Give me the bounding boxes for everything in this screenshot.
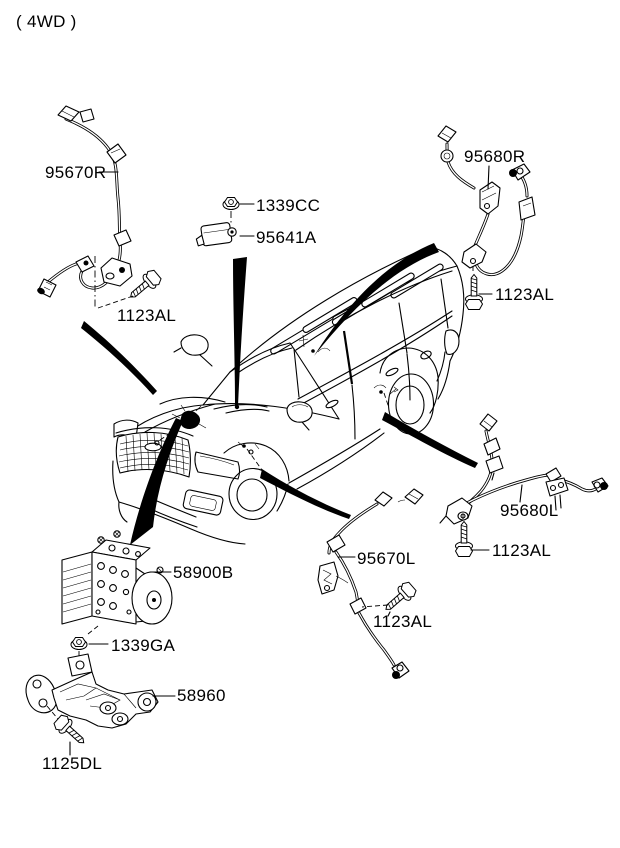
cable-clip — [374, 491, 393, 507]
sensor-bracket — [100, 257, 133, 287]
tail-lamp — [444, 329, 460, 355]
label-1123al-right-mid: 1123AL — [492, 541, 551, 560]
label-1339cc: 1339CC — [256, 196, 320, 215]
bushing — [99, 701, 117, 715]
drive-type-note: ( 4WD ) — [16, 12, 77, 31]
label-1123al-top-right: 1123AL — [495, 285, 554, 304]
ecu-block — [61, 551, 93, 625]
bracket-flange — [25, 674, 58, 714]
grommet — [106, 143, 127, 164]
headlamp-right — [194, 451, 241, 480]
front-wheel — [228, 467, 278, 521]
nut-1339ga — [70, 637, 88, 650]
nut-1339cc — [222, 197, 240, 210]
part-front-left-abs-sensor — [317, 488, 424, 679]
wiper — [225, 408, 270, 414]
sensor-bracket — [317, 561, 349, 595]
sensor-head — [511, 163, 531, 181]
bolt-1123al-rear-right — [465, 274, 483, 310]
part-rear-right-abs-sensor — [437, 125, 536, 276]
label-95680r: 95680R — [464, 147, 525, 166]
cable-clamp — [326, 534, 346, 553]
label-95680l: 95680L — [500, 501, 559, 520]
bolt-1123al-rear-left — [455, 521, 473, 557]
valve-block-front — [91, 551, 137, 625]
label-95670r: 95670R — [45, 163, 106, 182]
part-yaw-rate-sensor — [195, 222, 237, 247]
labels: ( 4WD ) 95670R 1339CC 95641A 95680R 1123… — [16, 12, 559, 773]
cable-clip — [483, 437, 501, 456]
fog-lamp — [182, 489, 224, 516]
anchor-clamp — [461, 243, 487, 269]
connector — [437, 125, 457, 143]
arrow-hydraulic-unit — [130, 418, 183, 545]
part-front-right-abs-sensor — [37, 105, 133, 298]
connector — [57, 105, 80, 122]
wiper — [213, 404, 268, 410]
bolt-1123al-front-left — [379, 579, 419, 617]
arrow-rear-right-sensor — [314, 243, 439, 356]
bracket-tab — [67, 653, 93, 677]
bushing — [111, 712, 129, 726]
cable-clip — [485, 455, 504, 474]
label-58960: 58960 — [177, 686, 226, 705]
label-58900b: 58900B — [173, 563, 233, 582]
cable-clamp — [518, 196, 536, 221]
label-1339ga: 1339GA — [111, 636, 176, 655]
cable-clip — [113, 229, 132, 247]
sensor-bracket — [479, 181, 501, 215]
arrow-front-left-sensor — [260, 469, 351, 519]
arrow-front-right-sensor — [81, 321, 157, 395]
cable-clip — [79, 108, 95, 123]
side-mirror-right — [286, 401, 313, 431]
part-rear-left-abs-sensor — [439, 413, 609, 525]
door-handle — [385, 367, 399, 377]
bracket-body — [51, 671, 159, 729]
arrow-rear-left-sensor — [382, 412, 478, 468]
grommet — [440, 149, 454, 163]
label-1123al-center-bottom: 1123AL — [373, 612, 432, 631]
label-95670l: 95670L — [357, 549, 416, 568]
label-1123al-left: 1123AL — [117, 306, 176, 325]
arrow-yaw-sensor — [233, 257, 247, 406]
part-hydraulic-unit — [61, 530, 173, 625]
pump-motor — [131, 571, 173, 625]
label-1125dl: 1125DL — [42, 754, 102, 773]
bracket-mount — [137, 692, 157, 712]
roof-rails — [270, 263, 444, 355]
part-hydraulic-unit-bracket — [25, 653, 159, 729]
leader-lines — [69, 165, 523, 756]
label-95641a: 95641A — [256, 228, 317, 247]
side-mirror-left — [173, 334, 213, 367]
door-handle — [325, 399, 339, 409]
connector — [479, 413, 498, 432]
vehicle-illustration — [112, 246, 465, 545]
cable-clip — [349, 597, 367, 615]
sensor-bracket — [545, 477, 569, 497]
pointer-arrows — [81, 243, 478, 545]
grommet — [545, 467, 562, 483]
